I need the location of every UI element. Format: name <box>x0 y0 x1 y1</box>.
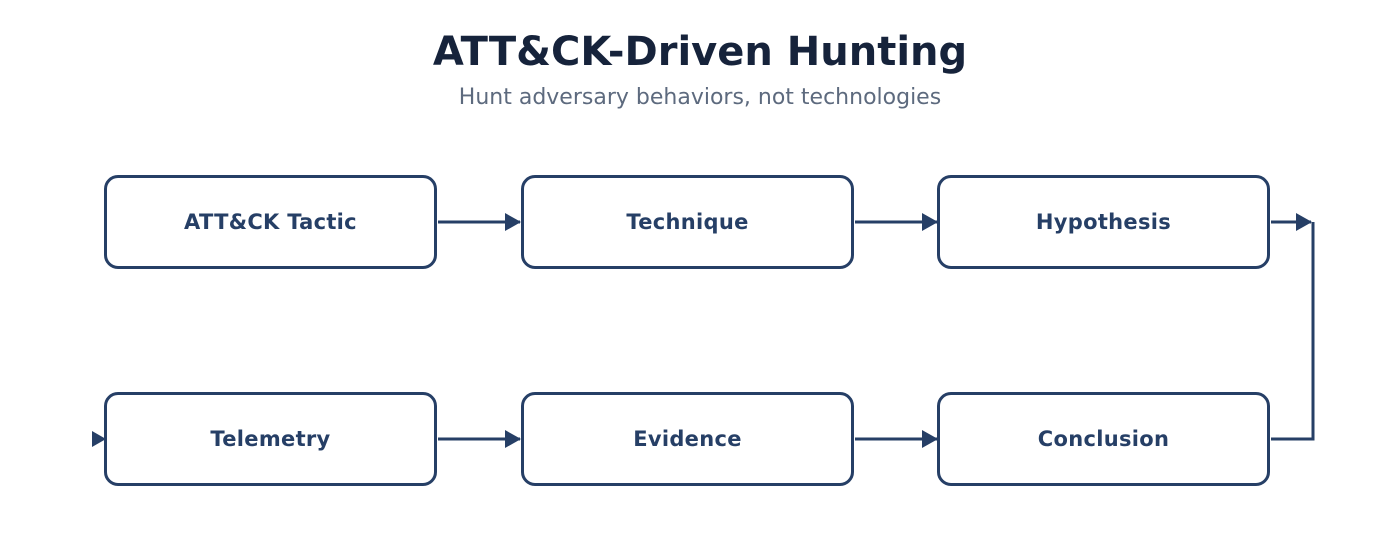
node-attack-tactic: ATT&CK Tactic <box>104 175 437 269</box>
node-label: ATT&CK Tactic <box>184 210 357 234</box>
node-technique: Technique <box>521 175 854 269</box>
node-conclusion: Conclusion <box>937 392 1270 486</box>
edge-telemetry-incoming-arrowhead <box>92 431 106 447</box>
node-label: Evidence <box>633 427 742 451</box>
node-label: Hypothesis <box>1035 210 1172 234</box>
diagram-subtitle: Hunt adversary behaviors, not technologi… <box>458 85 942 110</box>
node-label: Technique <box>626 210 749 234</box>
node-label: Telemetry <box>210 427 331 451</box>
node-telemetry: Telemetry <box>104 392 437 486</box>
node-label: Conclusion <box>1037 427 1170 451</box>
diagram-title: ATT&CK-Driven Hunting <box>432 29 968 75</box>
node-hypothesis: Hypothesis <box>937 175 1270 269</box>
node-evidence: Evidence <box>521 392 854 486</box>
edge-right-connector <box>1271 222 1315 441</box>
